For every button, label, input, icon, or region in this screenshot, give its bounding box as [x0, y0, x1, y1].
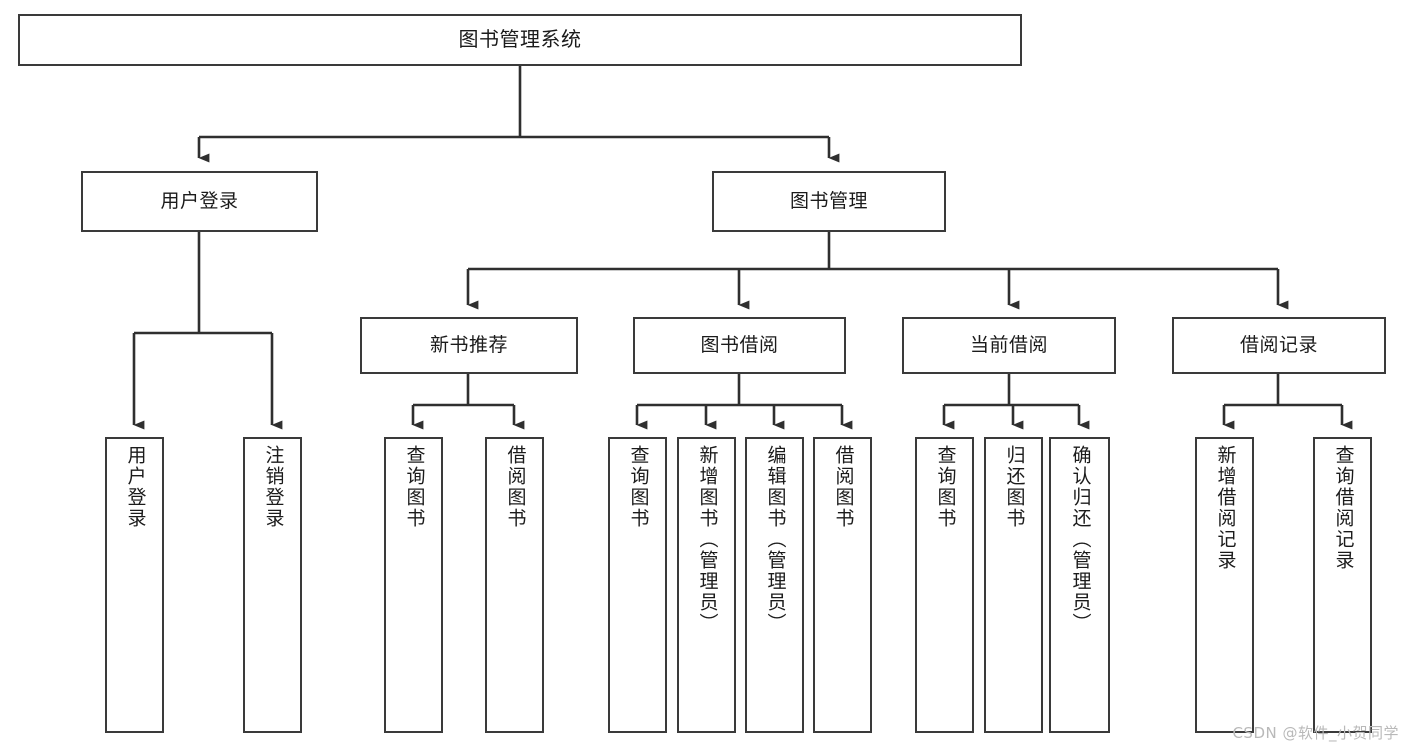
node-leaf-confirm-return[interactable]: 确认归还（管理员）: [1049, 437, 1110, 733]
node-label: 借阅图书: [832, 445, 855, 529]
node-leaf-edit-book[interactable]: 编辑图书（管理员）: [745, 437, 804, 733]
node-label: 查询图书: [403, 445, 426, 529]
node-label: 查询借阅记录: [1332, 445, 1355, 571]
node-label: 借阅记录: [1239, 334, 1318, 357]
node-book-management[interactable]: 图书管理: [712, 171, 946, 232]
node-label: 图书管理系统: [458, 27, 582, 52]
node-label: 新增借阅记录: [1214, 445, 1237, 571]
node-label: 新书推荐: [429, 334, 508, 357]
node-label: 新增图书（管理员）: [696, 445, 719, 634]
node-label: 查询图书: [627, 445, 650, 529]
node-book-borrow[interactable]: 图书借阅: [633, 317, 846, 374]
node-new-book-recommend[interactable]: 新书推荐: [360, 317, 578, 374]
node-label: 当前借阅: [969, 334, 1048, 357]
node-label: 用户登录: [124, 445, 147, 529]
node-label: 确认归还（管理员）: [1069, 445, 1092, 634]
node-leaf-borrow-book-1[interactable]: 借阅图书: [485, 437, 544, 733]
node-label: 注销登录: [262, 445, 285, 529]
node-label: 归还图书: [1003, 445, 1026, 529]
node-root-system[interactable]: 图书管理系统: [18, 14, 1022, 66]
node-leaf-query-book-2[interactable]: 查询图书: [608, 437, 667, 733]
node-borrow-record[interactable]: 借阅记录: [1172, 317, 1386, 374]
node-leaf-user-login[interactable]: 用户登录: [105, 437, 164, 733]
node-leaf-add-book[interactable]: 新增图书（管理员）: [677, 437, 736, 733]
node-leaf-query-book-3[interactable]: 查询图书: [915, 437, 974, 733]
node-label: 编辑图书（管理员）: [764, 445, 787, 634]
node-label: 查询图书: [934, 445, 957, 529]
node-current-borrow[interactable]: 当前借阅: [902, 317, 1116, 374]
node-user-login[interactable]: 用户登录: [81, 171, 318, 232]
node-leaf-query-book-1[interactable]: 查询图书: [384, 437, 443, 733]
node-label: 用户登录: [160, 190, 239, 213]
node-leaf-query-record[interactable]: 查询借阅记录: [1313, 437, 1372, 733]
node-label: 图书借阅: [700, 334, 779, 357]
node-leaf-return-book[interactable]: 归还图书: [984, 437, 1043, 733]
node-leaf-logout-login[interactable]: 注销登录: [243, 437, 302, 733]
node-label: 借阅图书: [504, 445, 527, 529]
node-leaf-borrow-book-2[interactable]: 借阅图书: [813, 437, 872, 733]
node-leaf-add-record[interactable]: 新增借阅记录: [1195, 437, 1254, 733]
csdn-watermark: CSDN @软件_小贺同学: [1232, 724, 1399, 742]
node-label: 图书管理: [789, 190, 868, 213]
